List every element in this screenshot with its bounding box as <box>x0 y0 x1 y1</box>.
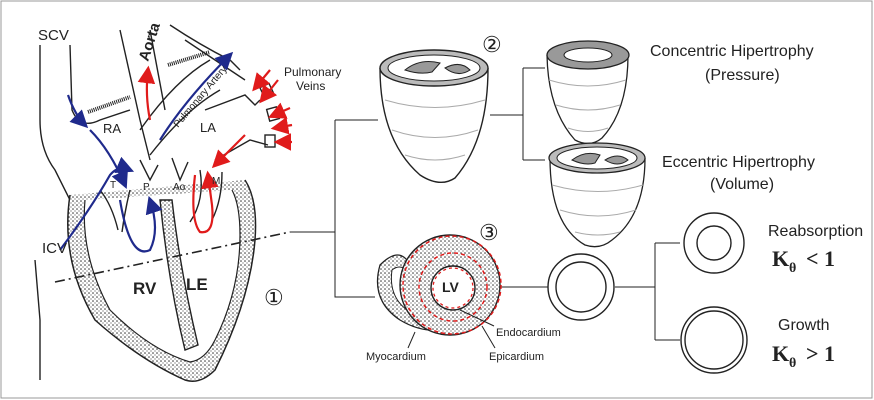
epicardium-label: Epicardium <box>489 351 544 363</box>
eccentric-ventricle <box>549 143 645 247</box>
aortic-valve <box>172 158 188 180</box>
heart-section <box>35 25 279 381</box>
growth-k: K <box>772 341 789 366</box>
pulmonary-veins-label-2: Veins <box>296 79 325 93</box>
myocardium-label: Myocardium <box>366 351 426 363</box>
scv-wall-right <box>70 45 130 123</box>
la-label: LA <box>200 120 216 135</box>
growth-label: Growth <box>778 317 830 334</box>
scv-wall-left <box>40 45 70 250</box>
reabsorption-k: K <box>772 246 789 271</box>
ring-base <box>548 254 614 320</box>
endocardium-label: Endocardium <box>496 327 561 339</box>
lv-label: LV <box>442 279 460 295</box>
valve-t-label: T <box>110 180 116 191</box>
reabsorption-eq: < 1 <box>806 246 835 271</box>
reabsorption-label: Reabsorption <box>768 223 863 240</box>
ring-reabsorption <box>684 213 744 273</box>
icv-label: ICV <box>42 240 67 257</box>
aorta-label: Aorta <box>136 20 164 63</box>
concentric-ventricle <box>547 41 629 144</box>
marker-3: ③ <box>479 220 499 245</box>
cross-section <box>378 235 502 348</box>
concentric-label-2: (Pressure) <box>705 67 780 84</box>
rv-label: RV <box>133 279 157 298</box>
marker-1: ① <box>264 285 284 310</box>
eccentric-label-1: Eccentric Hipertrophy <box>662 154 815 171</box>
ring-growth <box>681 307 747 373</box>
le-label: LE <box>186 275 208 294</box>
concentric-label-1: Concentric Hipertrophy <box>650 43 814 60</box>
pulmonary-valve <box>140 160 158 180</box>
scv-label: SCV <box>38 27 69 44</box>
valve-p-label: P <box>143 182 150 193</box>
reabsorption-theta: θ <box>789 261 796 276</box>
growth-theta: θ <box>789 356 796 371</box>
pulmonary-veins-label-1: Pulmonary <box>284 65 341 79</box>
icv-wall <box>35 260 40 380</box>
growth-eq: > 1 <box>806 341 835 366</box>
ra-label: RA <box>103 121 121 136</box>
normal-ventricle <box>380 50 488 182</box>
eccentric-label-2: (Volume) <box>710 176 774 193</box>
valve-m-label: M <box>212 176 220 187</box>
marker-2: ② <box>482 32 502 57</box>
valve-ao-label: Ao <box>173 182 186 193</box>
